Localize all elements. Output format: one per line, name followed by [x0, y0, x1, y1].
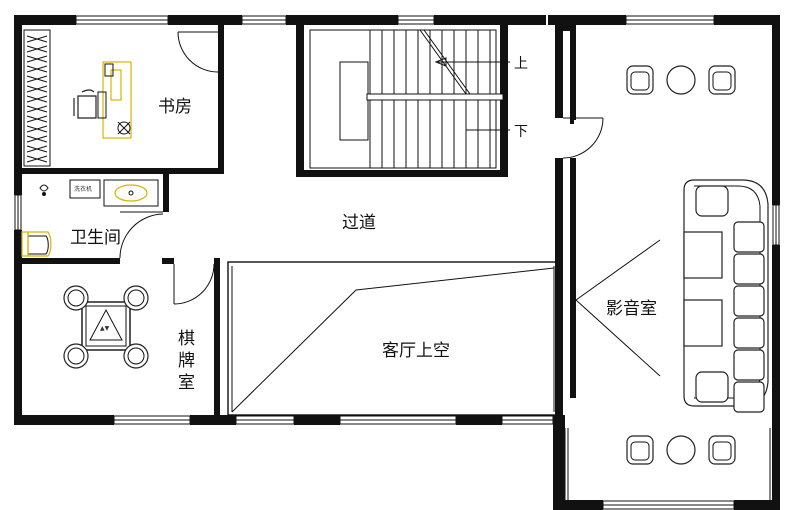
theater-furniture — [575, 65, 769, 465]
room-label-bathroom: 卫生间 — [70, 228, 121, 248]
stairs-up-label: 上 — [514, 56, 528, 72]
staircase: 上 下 — [309, 29, 528, 169]
living-void — [227, 261, 559, 416]
doors — [119, 31, 604, 305]
interior-walls — [22, 25, 576, 423]
chess-room-furniture: ▲▼ — [63, 285, 149, 369]
exterior-walls — [14, 15, 780, 510]
room-label-study: 书房 — [158, 97, 192, 117]
room-label-living-void: 客厅上空 — [382, 341, 450, 361]
room-label-chess-1: 棋 — [178, 329, 195, 349]
bathroom-fixtures: 洗衣机 — [21, 179, 159, 257]
windows — [14, 15, 780, 510]
svg-text:▲▼: ▲▼ — [100, 325, 110, 332]
study-furniture — [23, 29, 132, 167]
room-label-chess-2: 牌 — [178, 351, 195, 371]
room-label-corridor: 过道 — [342, 213, 376, 233]
stairs-down-label: 下 — [514, 124, 528, 140]
washing-machine-label: 洗衣机 — [74, 185, 92, 193]
room-label-theater: 影音室 — [606, 299, 657, 319]
room-label-chess-3: 室 — [178, 373, 195, 393]
